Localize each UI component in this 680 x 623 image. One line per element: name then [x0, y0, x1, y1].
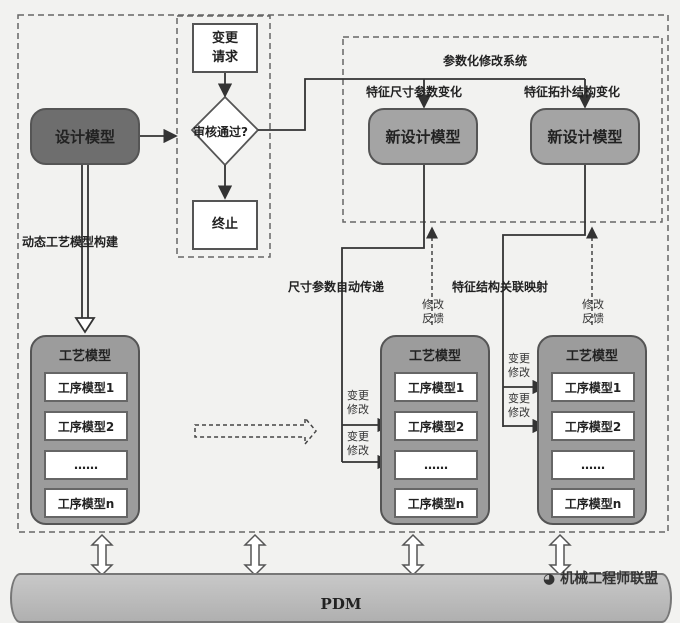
- dynamic-build-label: 动态工艺模型构建: [22, 235, 119, 249]
- feedback-label-2: 修改反馈: [582, 298, 604, 326]
- process-model-3: 工艺模型 工序模型1 工序模型2 …… 工序模型n: [537, 335, 647, 525]
- outer-dashed-frame: [17, 14, 669, 533]
- step-n: 工序模型n: [394, 488, 478, 518]
- step-ellipsis: ……: [394, 450, 478, 480]
- process-model-title: 工艺模型: [565, 349, 618, 364]
- double-arrow: [243, 533, 267, 577]
- dim-transfer-label: 尺寸参数自动传递: [288, 280, 385, 294]
- process-model-1: 工艺模型 工序模型1 工序模型2 …… 工序模型n: [30, 335, 140, 525]
- new-design-model-1: 新设计模型: [368, 108, 478, 165]
- review-dashed-frame: [176, 15, 271, 258]
- step-2: 工序模型2: [44, 411, 128, 441]
- double-arrow: [90, 533, 114, 577]
- new-design-model-2: 新设计模型: [530, 108, 640, 165]
- step-2: 工序模型2: [551, 411, 635, 441]
- double-arrow: [401, 533, 425, 577]
- step-ellipsis: ……: [551, 450, 635, 480]
- step-n: 工序模型n: [44, 488, 128, 518]
- step-1: 工序模型1: [551, 372, 635, 402]
- dashed-hollow-arrow: [194, 415, 317, 447]
- topology-change-label: 特征拓扑结构变化: [524, 85, 621, 99]
- wechat-icon: ◕: [543, 571, 561, 587]
- design-model-node: 设计模型: [30, 108, 140, 165]
- step-2: 工序模型2: [394, 411, 478, 441]
- step-1: 工序模型1: [394, 372, 478, 402]
- dim-change-label: 特征尺寸参数变化: [366, 85, 463, 99]
- process-model-title: 工艺模型: [408, 349, 461, 364]
- change-modify-label: 变更修改: [347, 430, 369, 458]
- feedback-label-1: 修改反馈: [422, 298, 444, 326]
- change-modify-label: 变更修改: [508, 352, 530, 380]
- process-model-2: 工艺模型 工序模型1 工序模型2 …… 工序模型n: [380, 335, 490, 525]
- step-ellipsis: ……: [44, 450, 128, 480]
- watermark: ◕ 机械工程师联盟: [543, 568, 658, 588]
- feature-mapping-label: 特征结构关联映射: [452, 280, 549, 294]
- change-modify-label: 变更修改: [508, 392, 530, 420]
- decision-label: 审核通过?: [193, 125, 248, 139]
- param-system-frame: [342, 36, 663, 223]
- param-system-title: 参数化修改系统: [443, 54, 528, 68]
- stop-box: 终止: [192, 200, 258, 250]
- pdm-label: PDM: [320, 595, 362, 613]
- process-model-title: 工艺模型: [58, 349, 111, 364]
- step-1: 工序模型1: [44, 372, 128, 402]
- watermark-text: 机械工程师联盟: [560, 571, 659, 587]
- change-modify-label: 变更修改: [347, 389, 369, 417]
- step-n: 工序模型n: [551, 488, 635, 518]
- change-request-box: 变更请求: [192, 23, 258, 73]
